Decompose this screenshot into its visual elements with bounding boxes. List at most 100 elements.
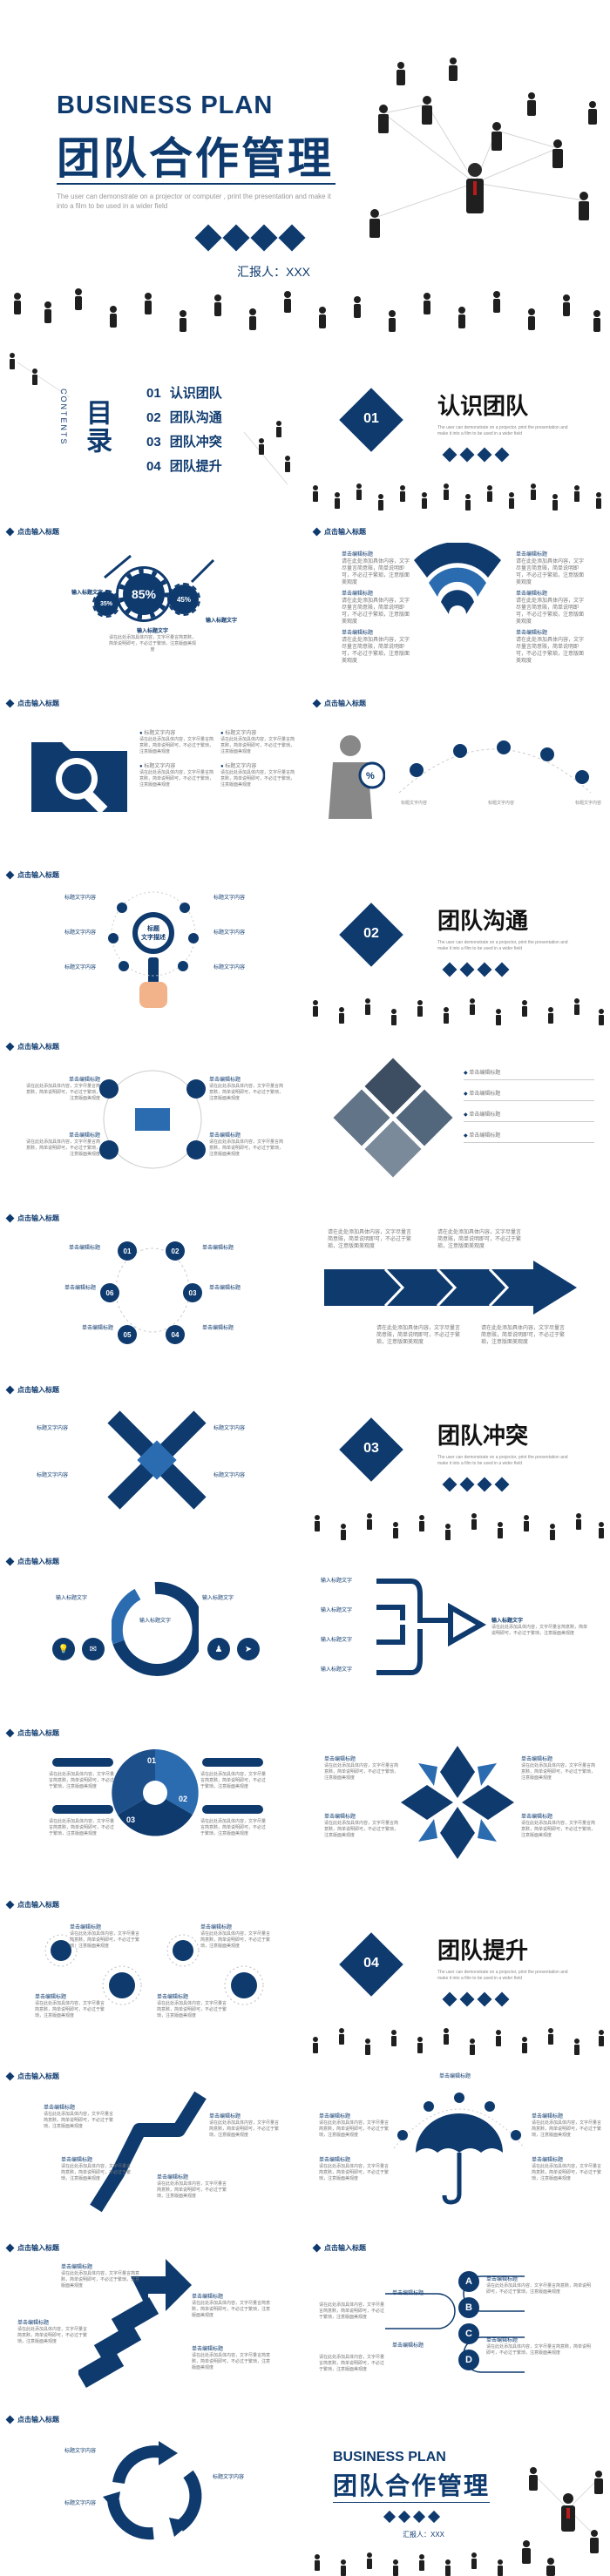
section-title: 团队沟通	[437, 908, 529, 934]
list-item: ◆ 单击编辑标题	[464, 1112, 594, 1123]
branch-arrow-slide: 输入标题文字 输入标题文字 输入标题文字 输入标题文字 输入标题文字请在此处添加…	[307, 1546, 610, 1715]
hub-label: 单击编辑标题请在此处添加具体内容，文字尽量言简意赅，简单说明即可，不必过于繁琐，…	[26, 1078, 101, 1101]
section-crowd	[315, 1513, 604, 1540]
trophy-icon	[442, 1477, 458, 1492]
slide-header: 点击输入标题	[312, 2243, 366, 2253]
cover-title-cn: 团队合作管理	[57, 134, 334, 183]
slide-header: 点击输入标题	[5, 1042, 59, 1051]
trophy-icon	[194, 224, 222, 252]
magnifier-label: 标题文字内容	[64, 896, 96, 901]
section-title: 认识团队	[437, 393, 529, 419]
pie-pill	[202, 1805, 263, 1814]
dotted-circles	[44, 1934, 264, 2005]
contents-title-cn: 目录	[82, 399, 111, 455]
umbrella-label: 单击编辑标题	[438, 2074, 471, 2079]
section-icon-row	[442, 1477, 510, 1492]
slide-header: 点击输入标题	[5, 2415, 59, 2424]
slide-header: 点击输入标题	[5, 527, 59, 537]
cover-crowd	[14, 288, 600, 332]
trophy-icon	[383, 2510, 396, 2524]
umbrella-label: 单击编辑标题请在此处添加具体内容，文字尽量言简意赅，简单说明即可，不必过于繁琐，…	[532, 2114, 602, 2138]
heart-icon	[427, 2510, 441, 2524]
staircase-slide: 点击输入标题 单击编辑标题请在此处添加具体内容，文字尽量言简意赅，简单说明即可，…	[0, 2233, 302, 2402]
branch-label: 输入标题文字	[321, 1608, 353, 1613]
cycle-number: 02	[166, 1241, 185, 1261]
handshake-icon	[397, 2510, 411, 2524]
section-desc: The user can demonstrate on a projector,…	[437, 1455, 568, 1466]
burst-label: 单击编辑标题请在此处添加具体内容，文字尽量言简意赅，简单说明即可，不必过于繁琐，…	[324, 1815, 399, 1838]
recycle-arrows	[103, 2441, 202, 2540]
heart-icon	[278, 224, 306, 252]
arrow-label: 请在此处添加具体内容，文字尽量言简意赅，简单说明即可，不必过于繁琐，注意版面美观…	[328, 1230, 412, 1250]
fan-label-3: 单击编辑标题请在此处添加具体内容，文字尽量言简意赅，简单说明即可，不必过于繁琐，…	[342, 631, 410, 665]
magnifier-center: 标题 文字描述	[132, 912, 174, 954]
section-desc: The user can demonstrate on a projector,…	[437, 1970, 568, 1981]
dot-label: 单击编辑标题请在此处添加具体内容，文字尽量言简意赅，简单说明即可，不必过于繁琐，…	[157, 1995, 227, 2018]
hand-icon	[139, 982, 167, 1008]
cycle-label: 单击编辑标题	[64, 1286, 96, 1291]
photo-diamond-group	[333, 1058, 453, 1178]
slide-header: 点击输入标题	[5, 2072, 59, 2081]
magnifier-label: 标题文字内容	[64, 965, 96, 970]
fan-label-1: 单击编辑标题请在此处添加具体内容，文字尽量言简意赅，简单说明即可，不必过于繁琐，…	[342, 552, 410, 586]
umbrella-icon	[416, 2113, 503, 2205]
trophy-icon	[442, 962, 458, 977]
list-item: ● 标题文字内容请在此处添加具体内容，文字尽量言简意赅，简单说明即可，不必过于繁…	[139, 731, 214, 754]
pie-text: 请在此处添加具体内容，文字尽量言简意赅，简单说明即可，不必过于繁琐，注意版面美观…	[49, 1819, 115, 1836]
cover-network-graphic	[369, 57, 597, 238]
section-crowd	[313, 998, 604, 1025]
cycle-label: 单击编辑标题	[209, 1286, 241, 1291]
magnifier-label: 标题文字内容	[64, 930, 96, 936]
run-icon: ➤	[237, 1638, 260, 1660]
fan-label-5: 单击编辑标题请在此处添加具体内容，文字尽量言简意赅，简单说明即可，不必过于繁琐，…	[516, 592, 585, 625]
arc-label: 输入标题文字	[56, 1596, 88, 1601]
fan-label-2: 单击编辑标题请在此处添加具体内容，文字尽量言简意赅，简单说明即可，不必过于繁琐，…	[342, 592, 410, 625]
fan-graphic	[414, 543, 501, 614]
segment-number: 02	[178, 1795, 187, 1803]
closing-reporter: 汇报人：XXX	[403, 2531, 445, 2539]
gear-label-bottom: 输入标题文字请在此处添加具体内容，文字尽量言简意赅，简单说明即可，不必过于繁琐，…	[109, 629, 197, 652]
slide-header: 点击输入标题	[5, 1728, 59, 1738]
folder-items: ● 标题文字内容请在此处添加具体内容，文字尽量言简意赅，简单说明即可，不必过于繁…	[139, 730, 296, 788]
umbrella-label: 单击编辑标题请在此处添加具体内容，文字尽量言简意赅，简单说明即可，不必过于繁琐，…	[319, 2158, 390, 2181]
section-desc: The user can demonstrate on a projector,…	[437, 425, 568, 436]
cycle-number: 01	[118, 1241, 137, 1261]
cross-label: 标题文字内容	[214, 1473, 246, 1478]
pie-pill	[52, 1758, 113, 1767]
section-number: 01	[363, 411, 379, 426]
arc-center-label: 输入标题文字	[139, 1619, 171, 1624]
section-01-slide: 01 认识团队 The user can demonstrate on a pr…	[307, 345, 610, 514]
closing-people	[522, 2467, 603, 2576]
cover-title-en: BUSINESS PLAN	[57, 91, 274, 119]
umbrella-label: 单击编辑标题请在此处添加具体内容，文字尽量言简意赅，简单说明即可，不必过于繁琐，…	[532, 2158, 602, 2181]
section-crowd	[313, 483, 601, 510]
dot-label: 单击编辑标题请在此处添加具体内容，文字尽量言简意赅，简单说明即可，不必过于繁琐，…	[70, 1925, 140, 1949]
contents-title-en: CONTENTS	[59, 389, 68, 446]
lightbulb-icon: 💡	[52, 1638, 75, 1660]
hub-label: 单击编辑标题请在此处添加具体内容，文字尽量言简意赅，简单说明即可，不必过于繁琐，…	[26, 1133, 101, 1157]
section-title: 团队冲突	[437, 1423, 529, 1449]
dot-label: 单击编辑标题请在此处添加具体内容，文字尽量言简意赅，简单说明即可，不必过于繁琐，…	[35, 1995, 105, 2018]
cycle-number: 05	[118, 1325, 137, 1344]
burst-label: 单击编辑标题请在此处添加具体内容，文字尽量言简意赅，简单说明即可，不必过于繁琐，…	[521, 1815, 596, 1838]
stair-label: 单击编辑标题请在此处添加具体内容，文字尽量言简意赅，简单说明即可，不必过于繁琐，…	[17, 2321, 88, 2344]
burst-label: 单击编辑标题请在此处添加具体内容，文字尽量言简意赅，简单说明即可，不必过于繁琐，…	[521, 1757, 596, 1781]
hub-label: 单击编辑标题请在此处添加具体内容，文字尽量言简意赅，简单说明即可，不必过于繁琐，…	[209, 1133, 284, 1157]
branch-arrow	[376, 1579, 487, 1675]
list-item: ● 标题文字内容请在此处添加具体内容，文字尽量言简意赅，简单说明即可，不必过于繁…	[220, 764, 295, 788]
gear-label-right: 输入标题文字	[206, 619, 238, 624]
abcd-text: 请在此处添加具体内容，文字尽量言简意赅，简单说明即可，不必过于繁琐，注意版面美观…	[319, 2302, 385, 2320]
magnifier-label: 标题文字内容	[214, 930, 246, 936]
abcd-slide: 点击输入标题 A B C D 单击编辑标题 单击编辑标题 请在此处添加具体内容，…	[307, 2233, 610, 2402]
slide-header: 点击输入标题	[5, 870, 59, 880]
branch-result: 输入标题文字请在此处添加具体内容，文字尽量言简意赅，简单说明即可，不必过于繁琐，…	[491, 1619, 588, 1636]
gear-label-left: 输入标题文字	[71, 591, 103, 596]
list-item: ● 标题文字内容请在此处添加具体内容，文字尽量言简意赅，简单说明即可，不必过于繁…	[220, 731, 295, 754]
zigzag-slide: 点击输入标题 单击编辑标题请在此处添加具体内容，文字尽量言简意赅，简单说明即可，…	[0, 2061, 302, 2230]
section-icon-row	[442, 447, 510, 463]
